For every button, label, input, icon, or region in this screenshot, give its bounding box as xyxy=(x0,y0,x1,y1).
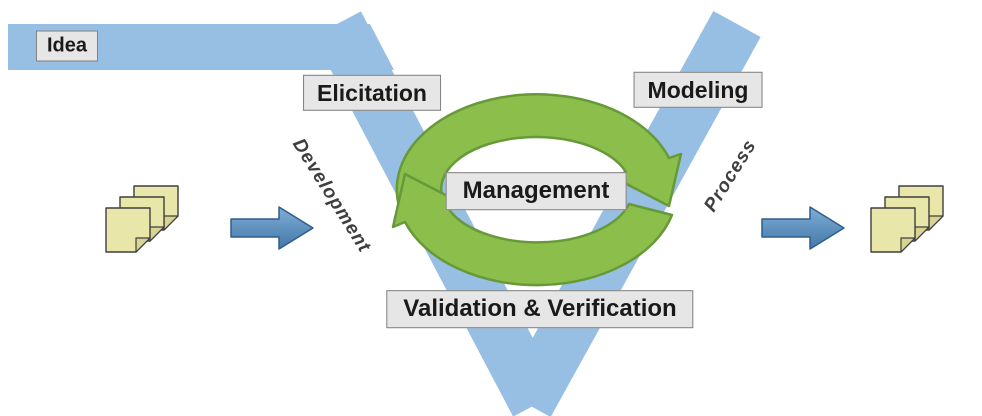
idea-band xyxy=(8,24,394,70)
label-elicitation: Elicitation xyxy=(303,74,441,112)
sticky-notes-stack-right-icon xyxy=(871,186,943,252)
sticky-notes-stack-left-icon xyxy=(106,186,178,252)
label-idea: Idea xyxy=(35,30,99,62)
cycle-arrow-top xyxy=(395,93,683,208)
cycle-arrow-bottom xyxy=(391,172,674,287)
label-management: Management xyxy=(445,172,627,210)
label-validation-verification: Validation & Verification xyxy=(386,290,694,328)
label-modeling: Modeling xyxy=(633,71,763,109)
circular-cycle-arrows-icon xyxy=(391,93,683,287)
arrow-right-right-icon xyxy=(761,206,845,250)
arrow-right-left-icon xyxy=(230,206,314,250)
